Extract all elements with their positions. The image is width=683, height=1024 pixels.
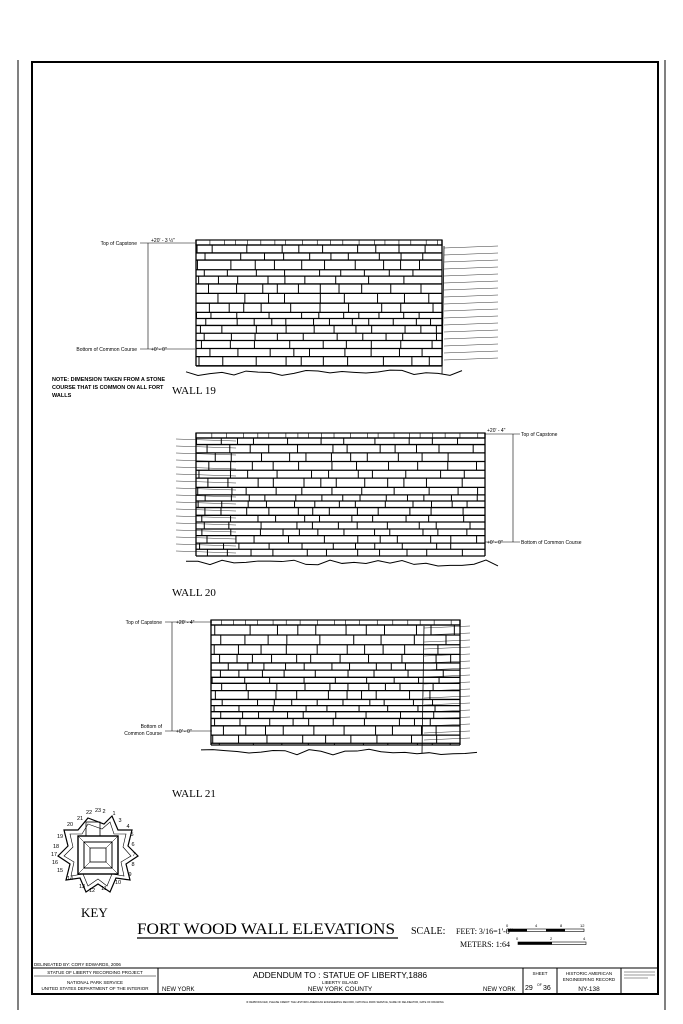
- drawing-title-group: FORT WOOD WALL ELEVATIONS SCALE: FEET: 3…: [137, 921, 587, 949]
- key-number-22: 22: [86, 810, 92, 816]
- wall-19-title: WALL 19: [172, 385, 216, 397]
- scale-label: SCALE:: [411, 926, 445, 937]
- reproduction-note: IF REPRODUCED, PLEASE CREDIT: THE HISTOR…: [246, 1000, 444, 1004]
- wall-20-top-value: +20' - 4": [487, 428, 506, 434]
- wall-19-top-label: Top of Capstone: [101, 241, 138, 247]
- wall-21-title: WALL 21: [172, 788, 216, 800]
- key-number-15: 15: [57, 868, 63, 874]
- key-number-10: 10: [115, 880, 121, 886]
- key-number-5: 5: [130, 832, 133, 838]
- wall-20-elevation: +20' - 4" Top of Capstone +0' - 0" Botto…: [172, 428, 582, 599]
- key-number-8: 8: [131, 862, 134, 868]
- wall-21-top-label: Top of Capstone: [126, 620, 163, 626]
- key-number-6: 6: [131, 842, 134, 848]
- wall-19-top-value: +20' - 3 ½": [151, 237, 175, 244]
- meter-scale-bar: 0 2 4: [516, 936, 587, 945]
- key-number-12: 12: [89, 888, 95, 894]
- sheet-border: [31, 61, 659, 995]
- key-number-18: 18: [53, 844, 59, 850]
- key-number-14: 14: [67, 876, 73, 882]
- wall-21-top-value: +20' - 4": [176, 620, 195, 626]
- county: NEW YORK COUNTY: [308, 986, 373, 993]
- title-block: DELINEATED BY: CORY EDWARDS, 2006 STATUE…: [32, 962, 658, 1004]
- key-number-2: 2: [102, 809, 105, 815]
- wall-19-stonework: [185, 239, 499, 376]
- feet-tick-12: 12: [580, 923, 585, 928]
- feet-tick-0: 0: [506, 923, 509, 928]
- wall-20-top-label: Top of Capstone: [521, 432, 558, 438]
- location: LIBERTY ISLAND: [322, 980, 359, 985]
- feet-tick-4: 4: [535, 923, 538, 928]
- key-number-16: 16: [52, 860, 58, 866]
- scale-meters: METERS: 1:64: [460, 940, 510, 949]
- state-left: NEW YORK: [162, 987, 195, 993]
- key-number-1: 1: [112, 811, 115, 817]
- key-number-23: 23: [95, 808, 101, 814]
- drawing-title: FORT WOOD WALL ELEVATIONS: [137, 921, 395, 938]
- wall-20-bottom-value: +0' - 0": [487, 540, 503, 546]
- feet-tick-8: 8: [560, 923, 563, 928]
- project-name: STATUE OF LIBERTY RECORDING PROJECT: [47, 970, 143, 975]
- key-number-13: 13: [79, 884, 85, 890]
- wall-19-bottom-value: +0' - 0": [151, 347, 167, 353]
- record-line-2: ENGINEERING RECORD: [563, 977, 616, 982]
- agency-line-1: NATIONAL PARK SERVICE: [67, 980, 123, 985]
- key-number-7: 7: [132, 852, 135, 858]
- key-number-17: 17: [51, 852, 57, 858]
- sheet-number: 29: [525, 985, 533, 992]
- meter-tick-2: 2: [550, 936, 553, 941]
- record-line-1: HISTORIC AMERICAN: [566, 971, 612, 976]
- state-right: NEW YORK: [483, 987, 516, 993]
- key-number-21: 21: [77, 816, 83, 822]
- scale-feet: FEET: 3/16=1'-0": [456, 927, 513, 936]
- agency-line-2: UNITED STATES DEPARTMENT OF THE INTERIOR: [41, 986, 149, 991]
- record-number: NY-138: [578, 986, 600, 993]
- dimension-note: NOTE: DIMENSION TAKEN FROM A STONE COURS…: [52, 377, 165, 399]
- note-line-2: COURSE THAT IS COMMON ON ALL FORT: [52, 385, 164, 391]
- wall-20-bottom-label: Bottom of Common Course: [521, 540, 582, 546]
- key-number-19: 19: [57, 834, 63, 840]
- key-number-9: 9: [128, 872, 131, 878]
- key-label: KEY: [81, 905, 108, 920]
- wall-19-bottom-label: Bottom of Common Course: [76, 347, 137, 353]
- wall-19-elevation: Top of Capstone +20' - 3 ½" Bottom of Co…: [76, 237, 499, 397]
- feet-scale-bar: 0 4 8 12: [506, 923, 585, 932]
- delineated-by: DELINEATED BY: CORY EDWARDS, 2006: [34, 962, 121, 967]
- sheet-total: 36: [543, 985, 551, 992]
- wall-21-elevation: Top of Capstone +20' - 4" Bottom of Comm…: [124, 619, 478, 800]
- wall-20-stonework: [175, 432, 499, 567]
- addendum-title: ADDENDUM TO : STATUE OF LIBERTY,1886: [253, 970, 428, 980]
- wall-21-bottom-label-2: Common Course: [124, 731, 162, 737]
- key-number-4: 4: [126, 824, 129, 830]
- key-number-20: 20: [67, 822, 73, 828]
- sheet-label: SHEET: [532, 971, 547, 976]
- key-number-11: 11: [101, 886, 107, 892]
- wall-21-bottom-value: +0' - 0": [176, 729, 192, 735]
- sheet-of: OF: [537, 983, 542, 987]
- key-number-3: 3: [118, 818, 121, 824]
- meter-tick-4: 4: [583, 936, 586, 941]
- note-line-1: NOTE: DIMENSION TAKEN FROM A STONE: [52, 377, 165, 383]
- wall-20-title: WALL 20: [172, 587, 216, 599]
- meter-tick-0: 0: [516, 936, 519, 941]
- wall-21-stonework: [200, 619, 478, 756]
- key-star-fort-outline: [57, 814, 139, 893]
- wall-21-bottom-label-1: Bottom of: [141, 724, 163, 730]
- note-line-3: WALLS: [52, 393, 72, 399]
